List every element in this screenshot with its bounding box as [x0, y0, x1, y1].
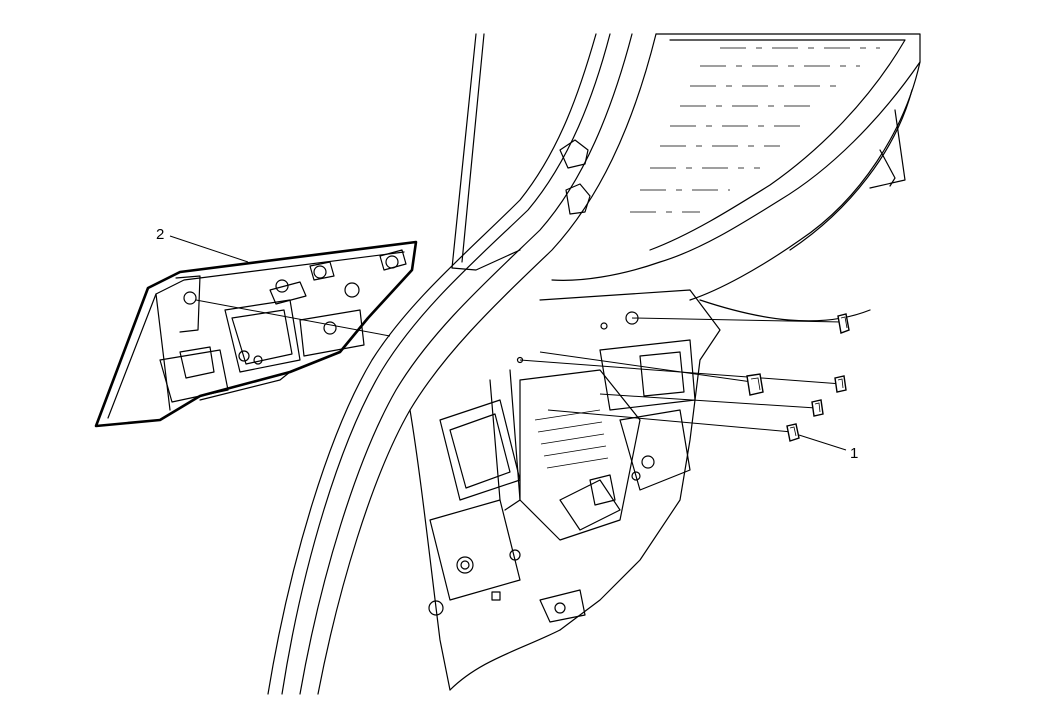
trim-panel [94, 240, 418, 428]
retainer-clip [746, 373, 764, 396]
retainer-clip [834, 375, 847, 393]
retainer-clip [786, 423, 800, 442]
callout-label-2: 2 [156, 226, 164, 243]
alignment-lines [195, 299, 843, 433]
callout-2: 2 [156, 226, 249, 263]
retainer-clips [746, 313, 850, 442]
callout-label-1: 1 [850, 445, 858, 462]
retainer-clip [811, 399, 824, 417]
callout-1: 1 [798, 434, 858, 462]
retainer-clip [837, 313, 850, 334]
liftgate-inner-panel [267, 33, 921, 695]
